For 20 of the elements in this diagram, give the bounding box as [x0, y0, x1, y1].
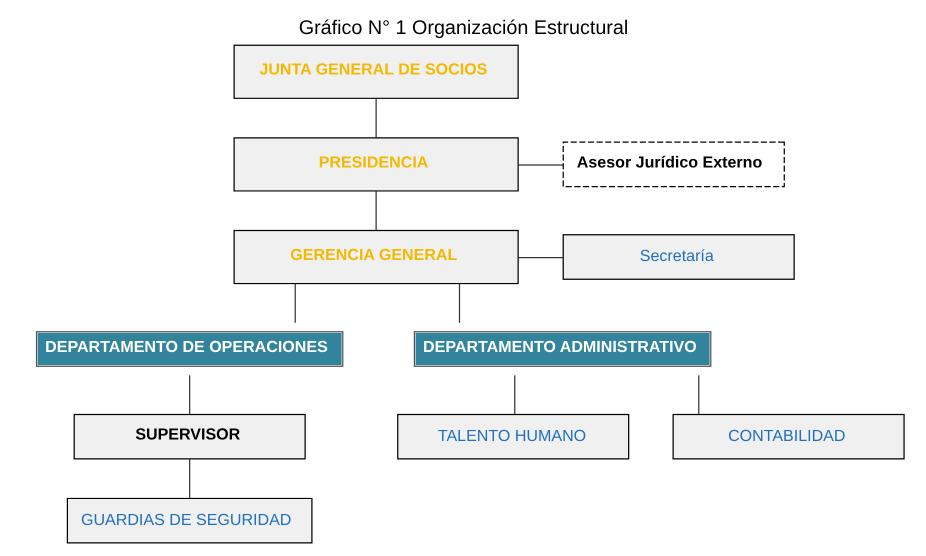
connector: [518, 257, 562, 258]
connector: [188, 459, 190, 498]
node-box: TALENTO HUMANO: [396, 414, 629, 460]
node-box: GERENCIA GENERAL: [233, 230, 518, 284]
connector: [458, 284, 460, 323]
node-box: PRESIDENCIA: [233, 137, 518, 192]
connector: [294, 284, 296, 323]
connector: [375, 191, 376, 230]
node-box: JUNTA GENERAL DE SOCIOS: [233, 44, 518, 99]
connector: [518, 164, 562, 166]
node-box: Secretaría: [562, 234, 794, 280]
diagram-title: Gráfico N° 1 Organización Estructural: [298, 16, 628, 39]
node-box: GUARDIAS DE SEGURIDAD: [66, 498, 312, 544]
node-box: SUPERVISOR: [73, 414, 306, 460]
connector: [514, 375, 515, 414]
connector: [188, 375, 190, 414]
node-box: Asesor Jurídico Externo: [562, 142, 784, 188]
node-box: CONTABILIDAD: [672, 414, 904, 460]
connector: [375, 98, 376, 138]
connector: [698, 375, 699, 414]
